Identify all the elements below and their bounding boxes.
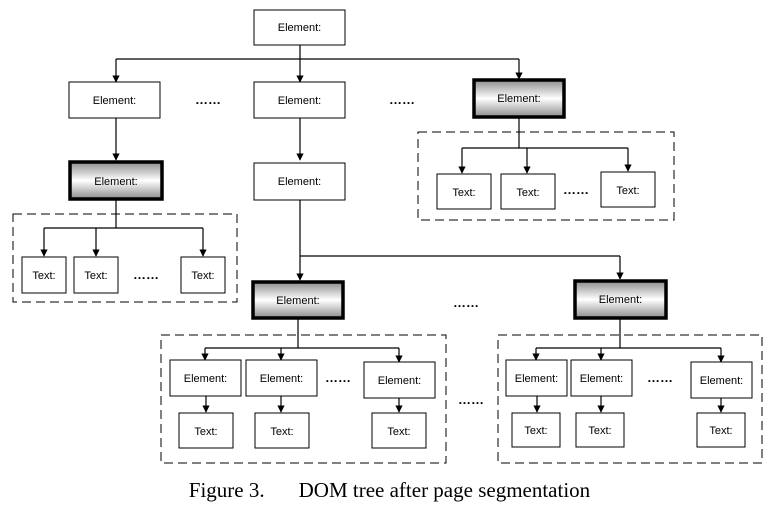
element-node-level1-middle: Element: bbox=[253, 81, 346, 119]
element-node-br-3: Element: bbox=[690, 361, 753, 399]
text-node-left-2: Text: bbox=[73, 256, 119, 294]
element-label: Element: bbox=[278, 176, 321, 188]
segment-region-bottom-left bbox=[160, 334, 447, 464]
block-node-bottom-left: Element: bbox=[251, 280, 345, 320]
ellipsis: …… bbox=[563, 182, 589, 197]
element-label: Element: bbox=[497, 93, 540, 105]
ellipsis: …… bbox=[195, 92, 221, 107]
dom-tree-diagram: Element: Element: Element: Element: Elem… bbox=[12, 9, 763, 464]
text-node-bl-2: Text: bbox=[254, 412, 310, 449]
text-label: Text: bbox=[270, 426, 293, 438]
ellipsis: …… bbox=[458, 392, 484, 407]
tree-edges bbox=[40, 45, 725, 413]
ellipsis: …… bbox=[133, 267, 159, 282]
element-node-br-2: Element: bbox=[570, 359, 633, 397]
text-label: Text: bbox=[194, 426, 217, 438]
ellipsis-markers: …… …… …… …… …… …… …… …… bbox=[133, 92, 673, 407]
figure-title: DOM tree after page segmentation bbox=[298, 478, 591, 502]
element-label: Element: bbox=[278, 22, 321, 34]
element-node-bl-1: Element: bbox=[169, 359, 242, 397]
text-node-tr-1: Text: bbox=[436, 173, 492, 210]
element-label: Element: bbox=[93, 95, 136, 107]
block-node-top-right: Element: bbox=[472, 78, 566, 119]
block-nodes: Element: Element: Element: Element: bbox=[68, 78, 668, 320]
text-label: Text: bbox=[452, 187, 475, 199]
element-label: Element: bbox=[599, 294, 642, 306]
element-label: Element: bbox=[276, 295, 319, 307]
block-node-left: Element: bbox=[68, 160, 164, 201]
element-node-br-1: Element: bbox=[505, 359, 568, 397]
element-label: Element: bbox=[515, 373, 558, 385]
text-node-bl-3: Text: bbox=[371, 412, 427, 449]
segment-region-top-right bbox=[417, 131, 675, 221]
text-label: Text: bbox=[32, 270, 55, 282]
text-label: Text: bbox=[387, 426, 410, 438]
text-node-tr-3: Text: bbox=[600, 171, 656, 208]
element-label: Element: bbox=[94, 176, 137, 188]
element-node-level2-middle: Element: bbox=[253, 162, 346, 201]
element-nodes: Element: Element: Element: Element: Elem… bbox=[68, 9, 753, 399]
text-label: Text: bbox=[524, 425, 547, 437]
figure-number: Figure 3. bbox=[188, 478, 265, 502]
element-node-bl-3: Element: bbox=[363, 361, 436, 399]
ellipsis: …… bbox=[325, 370, 351, 385]
text-node-left-1: Text: bbox=[21, 256, 67, 294]
element-label: Element: bbox=[700, 375, 743, 387]
text-nodes: Text: Text: Text: Text: Text: Text: Text… bbox=[21, 171, 746, 449]
text-node-tr-2: Text: bbox=[500, 173, 556, 210]
text-node-br-2: Text: bbox=[575, 412, 625, 448]
text-node-bl-1: Text: bbox=[178, 412, 234, 449]
element-node-level1-left: Element: bbox=[68, 81, 161, 119]
ellipsis: …… bbox=[389, 92, 415, 107]
element-label: Element: bbox=[580, 373, 623, 385]
element-label: Element: bbox=[378, 375, 421, 387]
segment-region-bottom-right bbox=[497, 334, 763, 464]
segment-region-left bbox=[12, 213, 238, 303]
text-label: Text: bbox=[191, 270, 214, 282]
element-node-root: Element: bbox=[253, 9, 346, 46]
text-node-br-3: Text: bbox=[696, 412, 746, 448]
text-label: Text: bbox=[84, 270, 107, 282]
text-node-left-3: Text: bbox=[180, 256, 226, 294]
element-label: Element: bbox=[184, 373, 227, 385]
text-label: Text: bbox=[516, 187, 539, 199]
text-label: Text: bbox=[709, 425, 732, 437]
element-label: Element: bbox=[260, 373, 303, 385]
figure-caption: Figure 3. DOM tree after page segmentatio… bbox=[0, 478, 779, 503]
ellipsis: …… bbox=[647, 370, 673, 385]
element-label: Element: bbox=[278, 95, 321, 107]
text-label: Text: bbox=[616, 185, 639, 197]
block-node-bottom-right: Element: bbox=[573, 279, 668, 320]
text-node-br-1: Text: bbox=[511, 412, 561, 448]
element-node-bl-2: Element: bbox=[245, 359, 318, 397]
ellipsis: …… bbox=[453, 295, 479, 310]
segment-regions bbox=[12, 131, 763, 464]
text-label: Text: bbox=[588, 425, 611, 437]
